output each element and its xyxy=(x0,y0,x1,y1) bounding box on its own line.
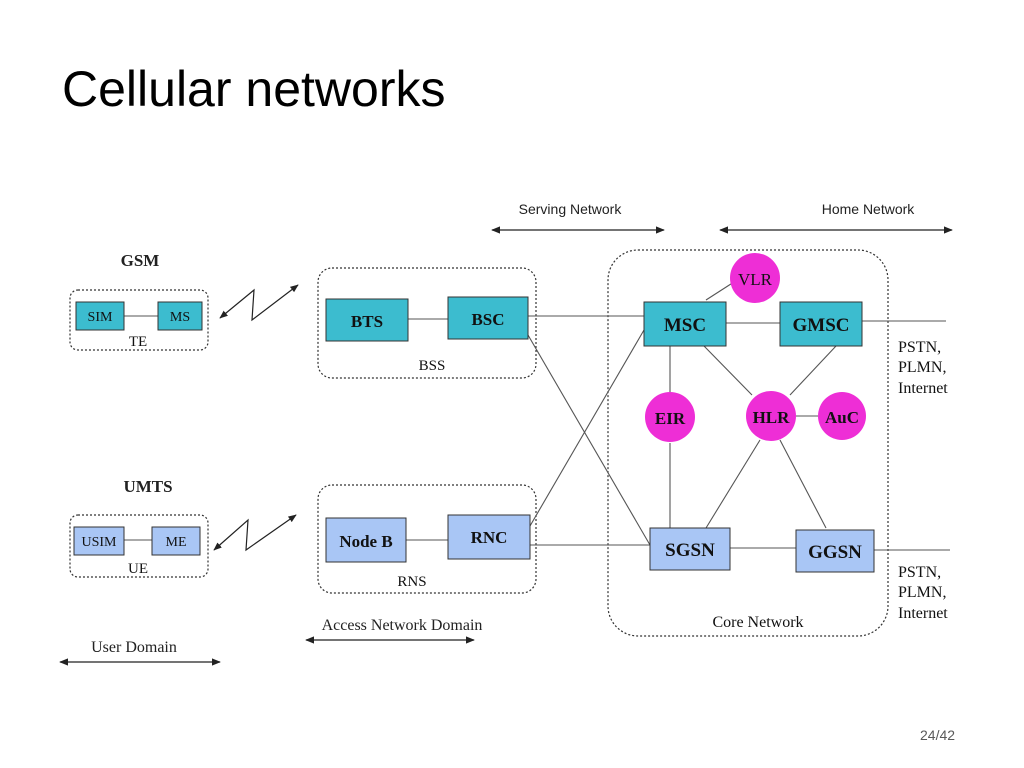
external-networks-top: PSTN, PLMN, Internet xyxy=(898,339,948,397)
gmsc-box xyxy=(779,301,863,347)
access-network-domain-label: Access Network Domain xyxy=(322,617,483,634)
bss-label: BSS xyxy=(419,358,446,374)
ue-label: UE xyxy=(128,561,148,577)
te-label: TE xyxy=(129,334,147,350)
sim-box xyxy=(75,301,125,331)
ggsn-label: GGSN xyxy=(808,542,862,563)
node-b-box xyxy=(325,517,407,563)
bts-box xyxy=(325,298,409,342)
external-top-line-1: PSTN, xyxy=(898,339,941,356)
hlr-label: HLR xyxy=(753,408,791,427)
external-networks-bottom: PSTN, PLMN, Internet xyxy=(898,564,948,622)
gsm-terminal-group xyxy=(69,289,209,351)
core-network-label: Core Network xyxy=(712,614,803,631)
gsm-title: GSM xyxy=(121,251,160,270)
eir-label: EIR xyxy=(655,409,686,428)
node-b-label: Node B xyxy=(339,532,392,551)
core-network-group xyxy=(607,249,889,637)
vlr-label: VLR xyxy=(738,270,773,289)
msc-box xyxy=(643,301,727,347)
vlr-circle xyxy=(730,253,780,303)
home-network-arrow: Home Network xyxy=(719,201,953,234)
ms-box xyxy=(157,301,203,331)
serving-network-arrow: Serving Network xyxy=(491,201,665,234)
umts-title: UMTS xyxy=(123,477,172,496)
external-bottom-line-3: Internet xyxy=(898,605,948,622)
bsc-label: BSC xyxy=(471,310,504,329)
msc-label: MSC xyxy=(664,315,706,336)
sim-label: SIM xyxy=(88,310,113,325)
external-bottom-line-1: PSTN, xyxy=(898,564,941,581)
umts-radio-link xyxy=(213,514,297,552)
connection-lines xyxy=(124,281,950,551)
rns-label: RNS xyxy=(397,574,426,590)
serving-network-label: Serving Network xyxy=(519,201,623,217)
sgsn-box xyxy=(649,527,731,571)
external-top-line-3: Internet xyxy=(898,380,948,397)
user-domain-label: User Domain xyxy=(91,639,177,656)
gsm-radio-link xyxy=(219,284,299,322)
external-bottom-line-2: PLMN, xyxy=(898,584,946,601)
auc-circle xyxy=(818,392,866,440)
home-network-label: Home Network xyxy=(822,201,916,217)
user-domain-arrow: User Domain xyxy=(59,639,221,666)
sgsn-label: SGSN xyxy=(665,540,715,561)
umts-terminal-group xyxy=(69,514,209,578)
slide-title: Cellular networks xyxy=(62,61,446,117)
hlr-circle xyxy=(746,391,796,441)
eir-circle xyxy=(645,392,695,442)
bsc-box xyxy=(447,296,529,340)
rns-group xyxy=(317,484,537,594)
bts-label: BTS xyxy=(351,312,383,331)
bss-group xyxy=(317,267,537,379)
usim-label: USIM xyxy=(81,535,117,550)
me-box xyxy=(151,526,201,556)
ggsn-box xyxy=(795,529,875,573)
gmsc-label: GMSC xyxy=(793,315,850,336)
access-network-domain-arrow: Access Network Domain xyxy=(305,617,483,644)
external-top-line-2: PLMN, xyxy=(898,359,946,376)
slide-number: 24/42 xyxy=(920,727,956,743)
rnc-label: RNC xyxy=(471,528,508,547)
ms-label: MS xyxy=(170,310,190,325)
usim-box xyxy=(73,526,125,556)
me-label: ME xyxy=(166,535,187,550)
rnc-box xyxy=(447,514,531,560)
auc-label: AuC xyxy=(825,408,859,427)
